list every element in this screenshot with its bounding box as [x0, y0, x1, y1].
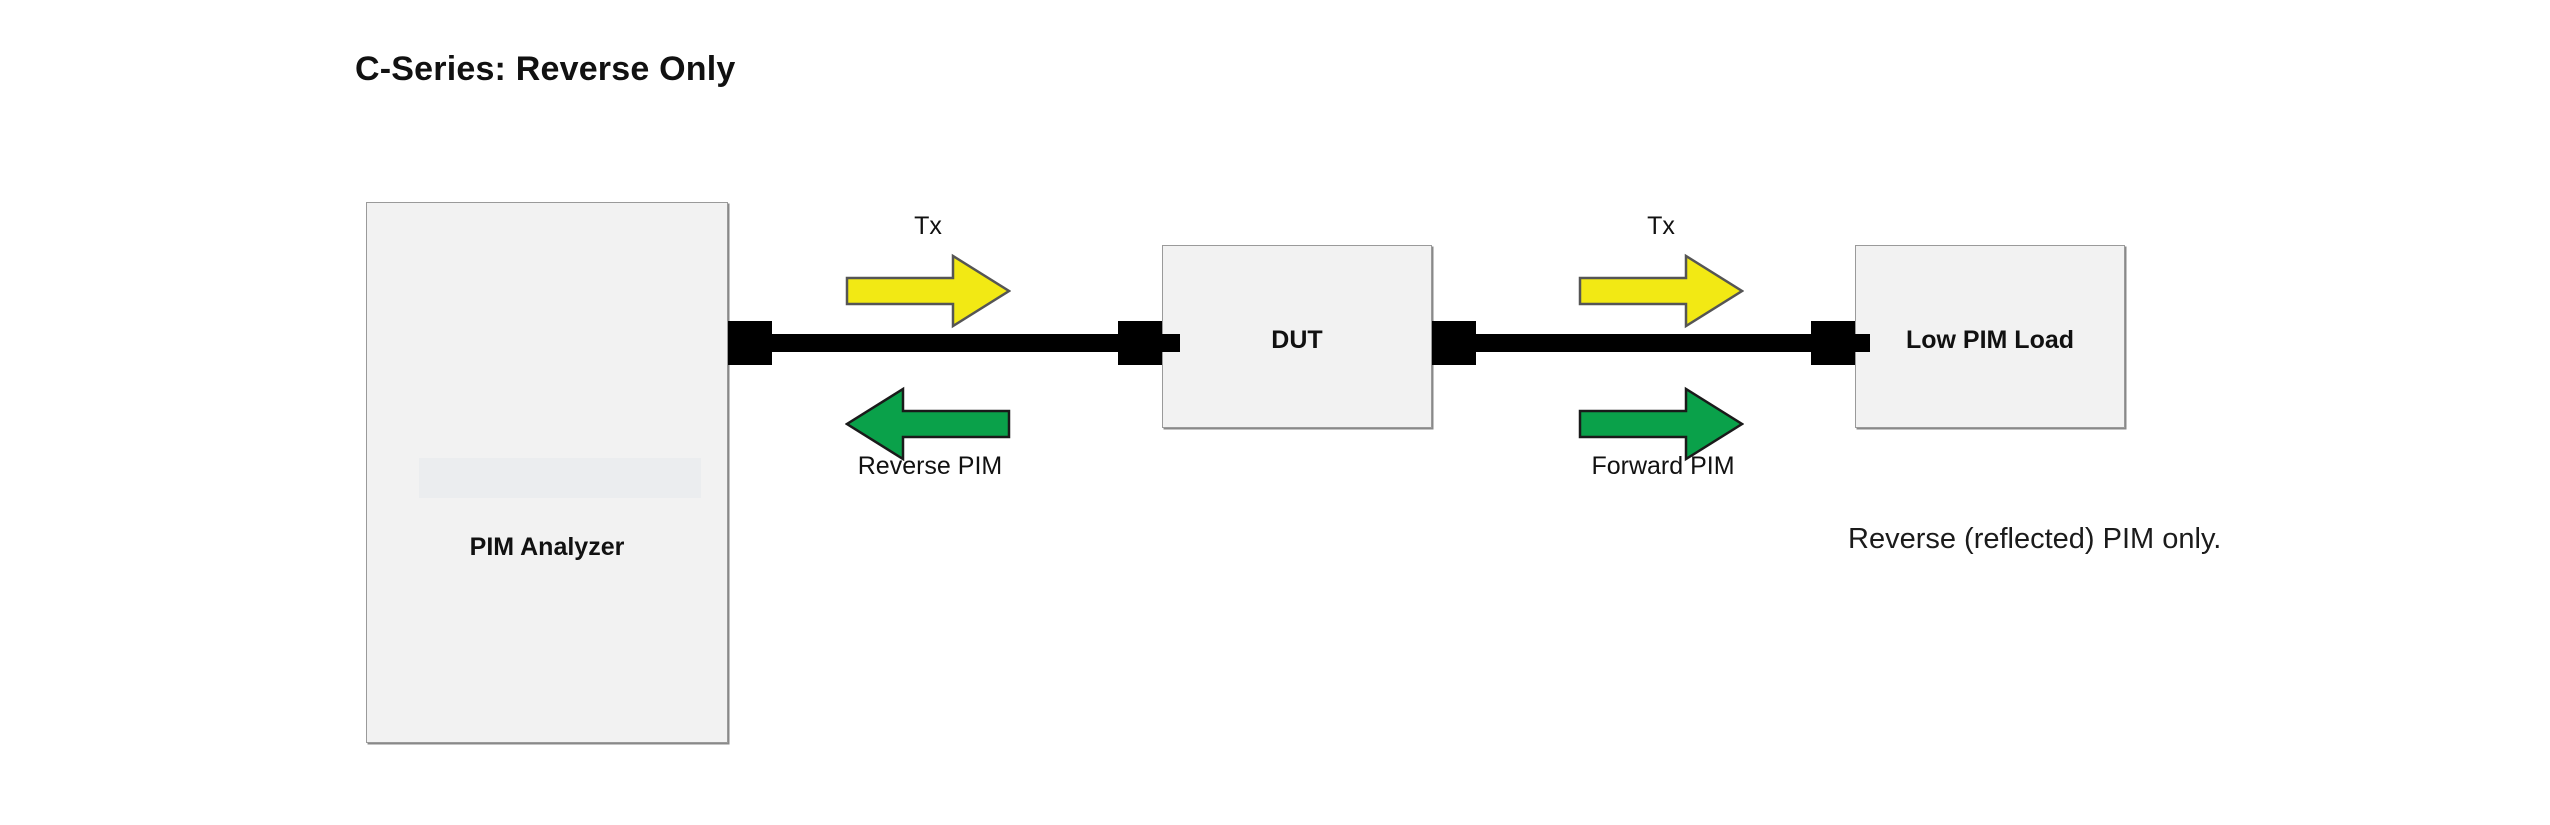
analyzer-display-panel [419, 458, 701, 498]
forward-pim-arrow-right-icon [1578, 386, 1744, 462]
tx-arrow-right-icon [845, 253, 1011, 329]
block-dut[interactable]: DUT [1162, 245, 1432, 428]
signal-label-tx-left: Tx [914, 212, 942, 240]
cable-dut-to-load [1440, 334, 1870, 352]
reverse-pim-arrow-left-icon [845, 386, 1011, 462]
block-low-pim-load[interactable]: Low PIM Load [1855, 245, 2125, 428]
page-title: C-Series: Reverse Only [355, 50, 736, 88]
tx-arrow-right-icon [1578, 253, 1744, 329]
connector-dut-input [1118, 321, 1162, 365]
cable-analyzer-to-dut [740, 334, 1180, 352]
block-label-low-pim-load: Low PIM Load [1905, 326, 2075, 354]
signal-label-forward-pim: Forward PIM [1591, 452, 1735, 480]
block-label-pim-analyzer: PIM Analyzer [469, 533, 625, 561]
signal-label-reverse-pim: Reverse PIM [857, 452, 1003, 480]
block-pim-analyzer[interactable]: PIM Analyzer [366, 202, 728, 743]
connector-load-input [1811, 321, 1855, 365]
block-label-dut: DUT [1271, 326, 1323, 354]
diagram-caption: Reverse (reflected) PIM only. [1848, 523, 2222, 555]
connector-dut-output [1432, 321, 1476, 365]
connector-analyzer-output [728, 321, 772, 365]
signal-label-tx-right: Tx [1647, 212, 1675, 240]
